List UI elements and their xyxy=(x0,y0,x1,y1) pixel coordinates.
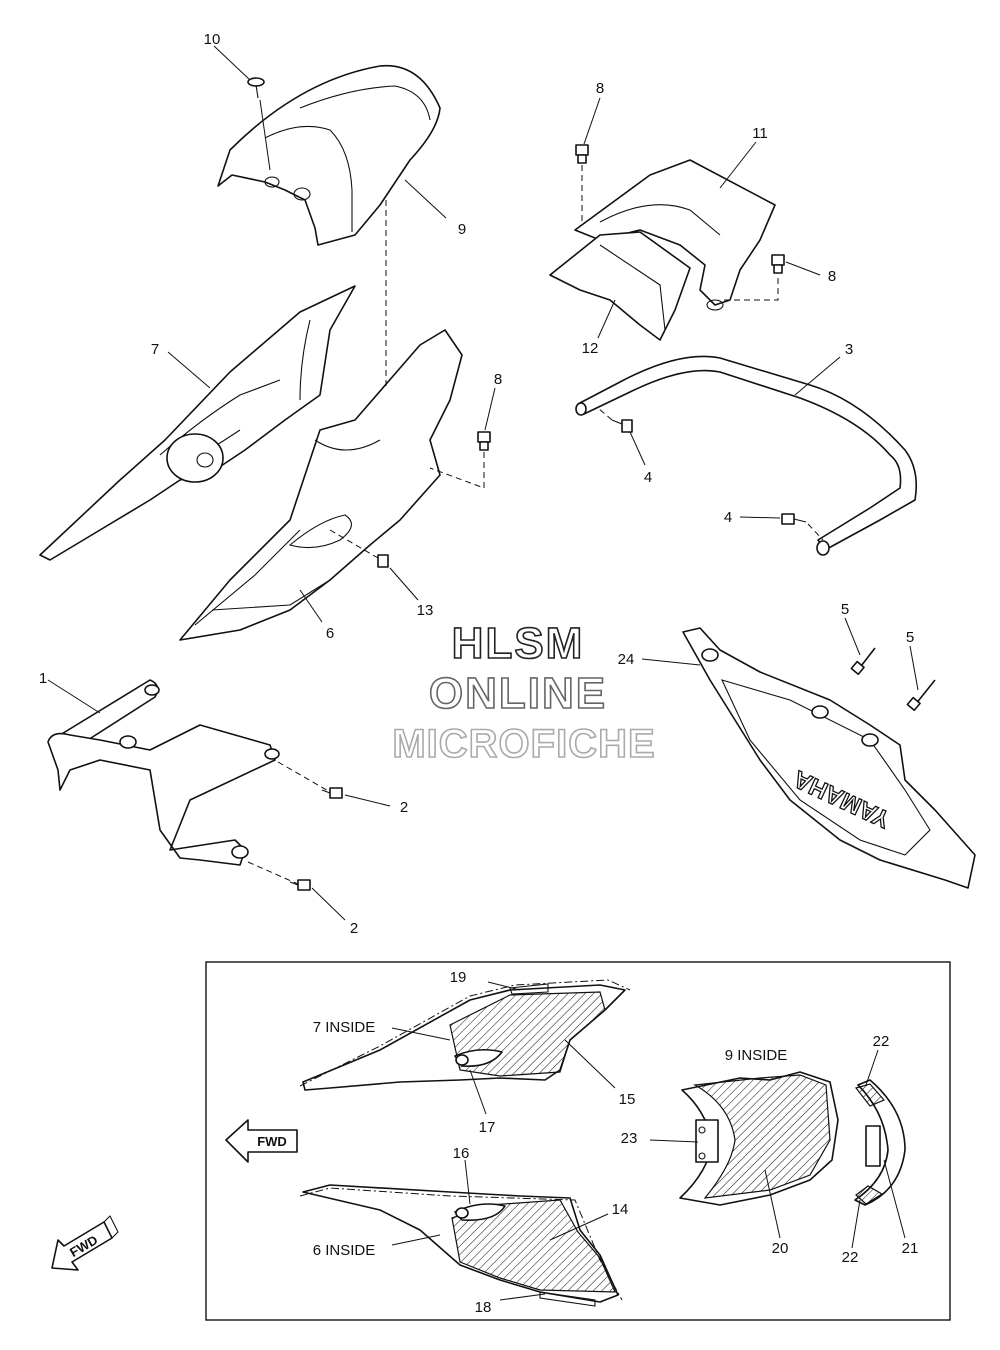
callout-4a: 4 xyxy=(644,469,652,486)
callout-7: 7 xyxy=(151,341,159,358)
inset-panel: 7 INSIDE 6 INSIDE 9 INSIDE 19 15 17 16 1… xyxy=(205,961,951,1321)
part-2-bolt-a[interactable] xyxy=(321,787,343,799)
callout-22b: 22 xyxy=(842,1249,859,1266)
fwd-arrow-inset: FWD xyxy=(225,1119,298,1163)
part-24-rear-flap[interactable]: YAMAHA xyxy=(682,627,976,889)
fwd-arrow-corner: FWD xyxy=(51,1215,119,1271)
callout-16: 16 xyxy=(453,1145,470,1162)
part-5-rivet-b[interactable] xyxy=(906,679,936,712)
part-8-bolt-a[interactable] xyxy=(575,144,589,164)
callout-11: 11 xyxy=(752,125,768,142)
callout-8c: 8 xyxy=(494,371,502,388)
part-12-inner-cover[interactable] xyxy=(549,231,691,341)
callout-8a: 8 xyxy=(596,80,604,97)
watermark-line3: MICROFICHE xyxy=(392,722,655,766)
callout-13: 13 xyxy=(417,602,434,619)
callout-3: 3 xyxy=(845,341,853,358)
callout-8b: 8 xyxy=(828,268,836,285)
callout-2b: 2 xyxy=(350,920,358,937)
watermark-line1: HLSM xyxy=(452,619,585,668)
inset-part-6-inside[interactable] xyxy=(299,1184,623,1307)
callout-24: 24 xyxy=(618,651,635,668)
inset-part-7-inside[interactable] xyxy=(299,979,631,1091)
fwd-label-inset: FWD xyxy=(257,1134,287,1149)
callout-22a: 22 xyxy=(873,1033,890,1050)
part-1-bracket[interactable] xyxy=(47,679,280,866)
inset-part-9-inside[interactable] xyxy=(679,1071,839,1206)
part-8-bolt-b[interactable] xyxy=(771,254,785,274)
callout-15: 15 xyxy=(619,1091,636,1108)
part-4-bolt-a[interactable] xyxy=(611,419,633,433)
label-7-inside: 7 INSIDE xyxy=(313,1019,376,1036)
part-6-right-side-cover[interactable] xyxy=(179,329,463,641)
callout-18: 18 xyxy=(475,1299,492,1316)
callout-23: 23 xyxy=(621,1130,638,1147)
callout-14: 14 xyxy=(612,1201,629,1218)
part-2-bolt-b[interactable] xyxy=(289,879,311,891)
part-8-bolt-c[interactable] xyxy=(477,431,491,451)
part-10-screw[interactable] xyxy=(247,77,265,99)
part-13-screw[interactable] xyxy=(377,554,389,568)
callout-5b: 5 xyxy=(906,629,914,646)
part-3-grab-bar[interactable] xyxy=(575,355,918,556)
label-6-inside: 6 INSIDE xyxy=(313,1242,376,1259)
callout-9: 9 xyxy=(458,221,466,238)
part-11-rear-cover[interactable] xyxy=(574,159,776,311)
part-9-seat-cowl[interactable] xyxy=(217,64,441,246)
watermark-line2: ONLINE xyxy=(429,669,607,718)
part-7-left-side-cover[interactable] xyxy=(39,285,356,561)
callout-17: 17 xyxy=(479,1119,496,1136)
callout-21: 21 xyxy=(902,1240,919,1257)
part-4-bolt-b[interactable] xyxy=(781,513,807,525)
callout-12: 12 xyxy=(582,340,599,357)
callout-19: 19 xyxy=(450,969,467,986)
part-5-rivet-a[interactable] xyxy=(850,647,876,676)
callout-5a: 5 xyxy=(841,601,849,618)
alignment-lines xyxy=(247,165,824,885)
callout-10: 10 xyxy=(204,31,221,48)
callout-20: 20 xyxy=(772,1240,789,1257)
callout-2a: 2 xyxy=(400,799,408,816)
callout-4b: 4 xyxy=(724,509,732,526)
label-9-inside: 9 INSIDE xyxy=(725,1047,788,1064)
inset-part-21-22[interactable] xyxy=(854,1079,906,1206)
callout-6: 6 xyxy=(326,625,334,642)
callout-1: 1 xyxy=(39,670,47,687)
leader-lines xyxy=(47,97,919,921)
